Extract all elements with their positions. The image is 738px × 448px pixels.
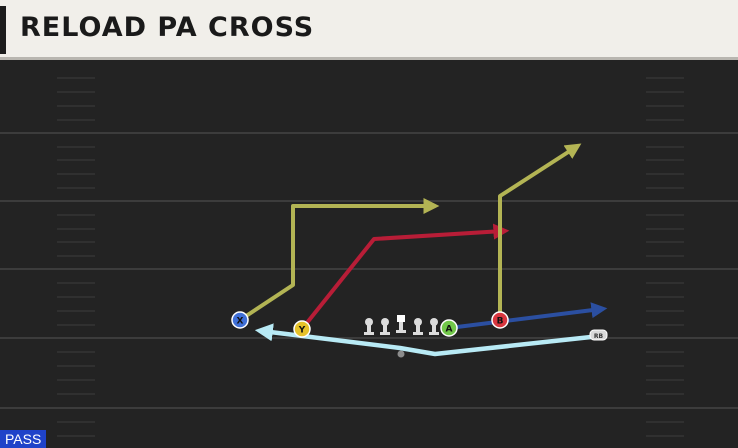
hash-marks-right (646, 77, 684, 437)
player-x-label: X (237, 317, 244, 327)
lineman-icon[interactable] (380, 318, 390, 335)
route-b-corner[interactable] (498, 143, 582, 322)
route-rb-swing[interactable] (254, 323, 594, 357)
player-x[interactable]: X (231, 311, 249, 329)
player-y-label: Y (298, 326, 306, 336)
hash-marks-left (57, 77, 95, 437)
route-x-out[interactable] (238, 198, 440, 322)
route-a-flat[interactable] (447, 302, 608, 330)
lineman-icon[interactable] (364, 318, 374, 335)
player-b[interactable]: B (491, 311, 509, 329)
player-b-label: B (497, 317, 504, 327)
player-y[interactable]: Y (293, 320, 311, 338)
yard-lines (0, 132, 738, 409)
player-a[interactable]: A (440, 319, 458, 337)
lineman-icon[interactable] (413, 318, 423, 335)
play-type-badge: PASS (0, 430, 47, 448)
play-field: X Y A B RB (0, 60, 738, 448)
player-rb[interactable]: RB (589, 329, 608, 341)
player-rb-label: RB (594, 333, 604, 340)
player-a-label: A (446, 325, 453, 335)
play-title: RELOAD PA CROSS (20, 12, 315, 43)
offensive-line (364, 315, 439, 335)
lineman-icon[interactable] (429, 318, 439, 335)
title-accent-bar (0, 6, 6, 54)
title-bar: RELOAD PA CROSS (0, 0, 738, 60)
route-y-cross[interactable] (300, 223, 510, 331)
quarterback-dot-icon[interactable] (397, 350, 405, 358)
center-icon[interactable] (396, 315, 406, 333)
field-background (0, 60, 738, 448)
